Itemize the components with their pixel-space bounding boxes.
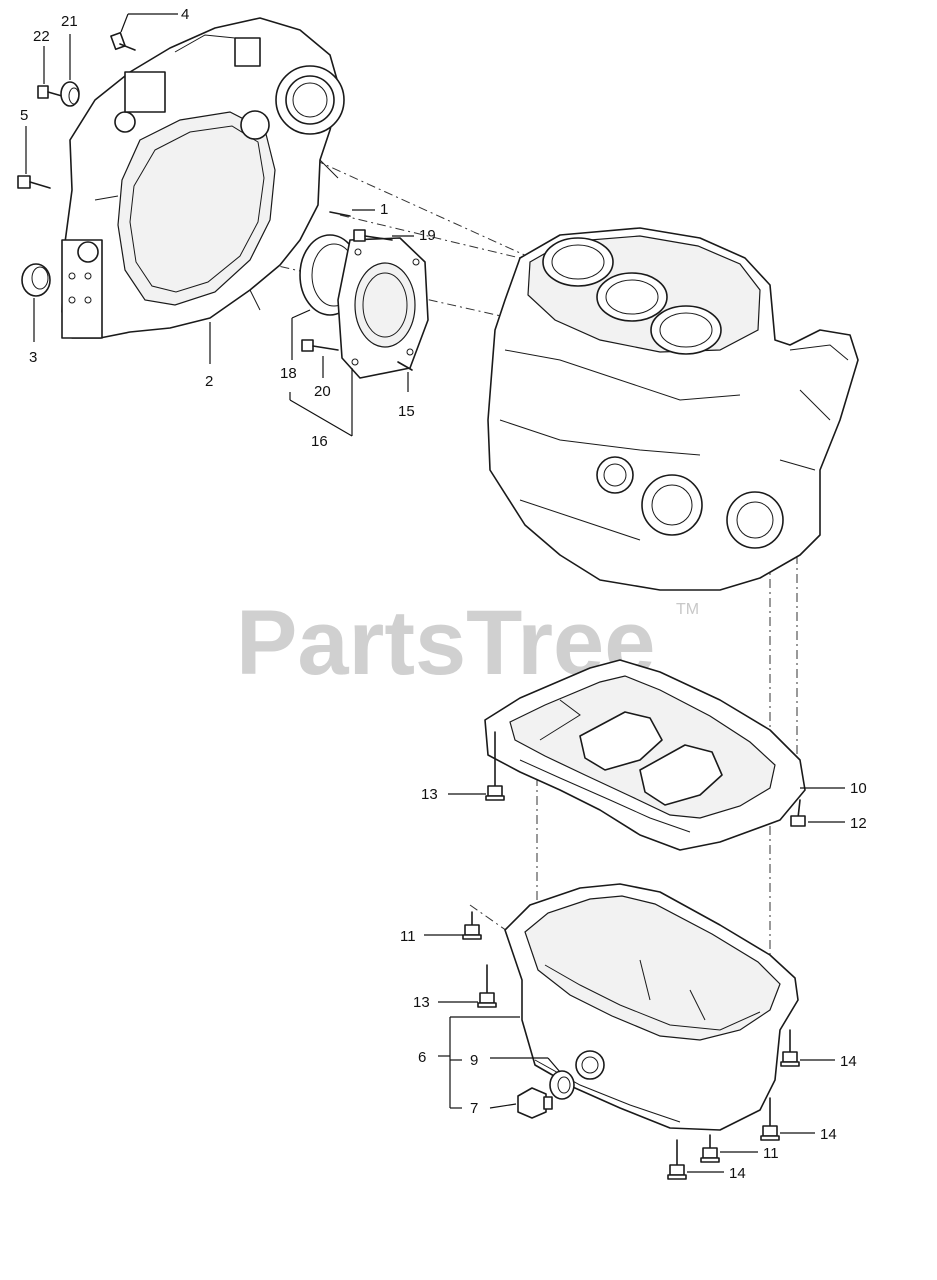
callout-6[interactable]: 6 xyxy=(418,1049,426,1066)
bolt-22[interactable] xyxy=(37,85,63,99)
callout-9[interactable]: 9 xyxy=(470,1052,478,1069)
callout-4[interactable]: 4 xyxy=(181,6,189,23)
callout-14-bottom[interactable]: 14 xyxy=(729,1165,746,1182)
callout-1[interactable]: 1 xyxy=(380,201,388,218)
callout-20[interactable]: 20 xyxy=(314,383,331,400)
callout-7[interactable]: 7 xyxy=(470,1100,478,1117)
bolt-12[interactable] xyxy=(790,799,806,827)
bolt-4[interactable] xyxy=(110,31,136,51)
leader-lines xyxy=(25,13,845,1173)
bolt-14-mid[interactable] xyxy=(760,1097,780,1141)
cylinder-block[interactable] xyxy=(487,227,859,591)
callout-3[interactable]: 3 xyxy=(29,349,37,366)
callout-14-right[interactable]: 14 xyxy=(840,1053,857,1070)
drain-plug-7[interactable] xyxy=(517,1087,553,1119)
plug-3[interactable] xyxy=(21,263,51,297)
flywheel-housing[interactable] xyxy=(61,17,345,339)
callout-13-lower[interactable]: 13 xyxy=(413,994,430,1011)
callout-5[interactable]: 5 xyxy=(20,107,28,124)
bolt-13-upper[interactable] xyxy=(485,731,505,801)
oil-pan-upper-10[interactable] xyxy=(484,659,806,851)
callout-14-mid[interactable]: 14 xyxy=(820,1126,837,1143)
callout-15[interactable]: 15 xyxy=(398,403,415,420)
bolt-14-right[interactable] xyxy=(780,1029,800,1067)
callout-12[interactable]: 12 xyxy=(850,815,867,832)
bolt-13-lower[interactable] xyxy=(477,964,497,1008)
callout-2[interactable]: 2 xyxy=(205,373,213,390)
pin-1[interactable] xyxy=(329,211,351,217)
callout-13-upper[interactable]: 13 xyxy=(421,786,438,803)
bolt-14-bottom[interactable] xyxy=(667,1139,687,1180)
callout-11-lower[interactable]: 11 xyxy=(763,1145,779,1162)
callout-10[interactable]: 10 xyxy=(850,780,867,797)
callout-19[interactable]: 19 xyxy=(419,227,436,244)
callout-21[interactable]: 21 xyxy=(61,13,78,30)
callout-11-upper[interactable]: 11 xyxy=(400,928,416,945)
bolt-20[interactable] xyxy=(301,339,339,352)
callout-labels: 4 21 22 5 3 2 1 19 18 20 15 16 10 12 13 … xyxy=(20,6,867,1182)
callout-22[interactable]: 22 xyxy=(33,28,50,45)
bolt-5[interactable] xyxy=(17,175,51,189)
bolt-19[interactable] xyxy=(353,229,393,242)
oil-pan-6[interactable] xyxy=(504,883,799,1131)
bolt-11-upper[interactable] xyxy=(462,911,482,940)
callout-18[interactable]: 18 xyxy=(280,365,297,382)
bolt-11-lower[interactable] xyxy=(700,1134,720,1163)
seal-case-16[interactable] xyxy=(337,237,429,379)
pin-15[interactable] xyxy=(397,361,413,371)
callout-16[interactable]: 16 xyxy=(311,433,328,450)
watermark-trademark: TM xyxy=(676,601,699,618)
seal-21[interactable] xyxy=(60,81,80,107)
washer-9[interactable] xyxy=(549,1070,575,1100)
